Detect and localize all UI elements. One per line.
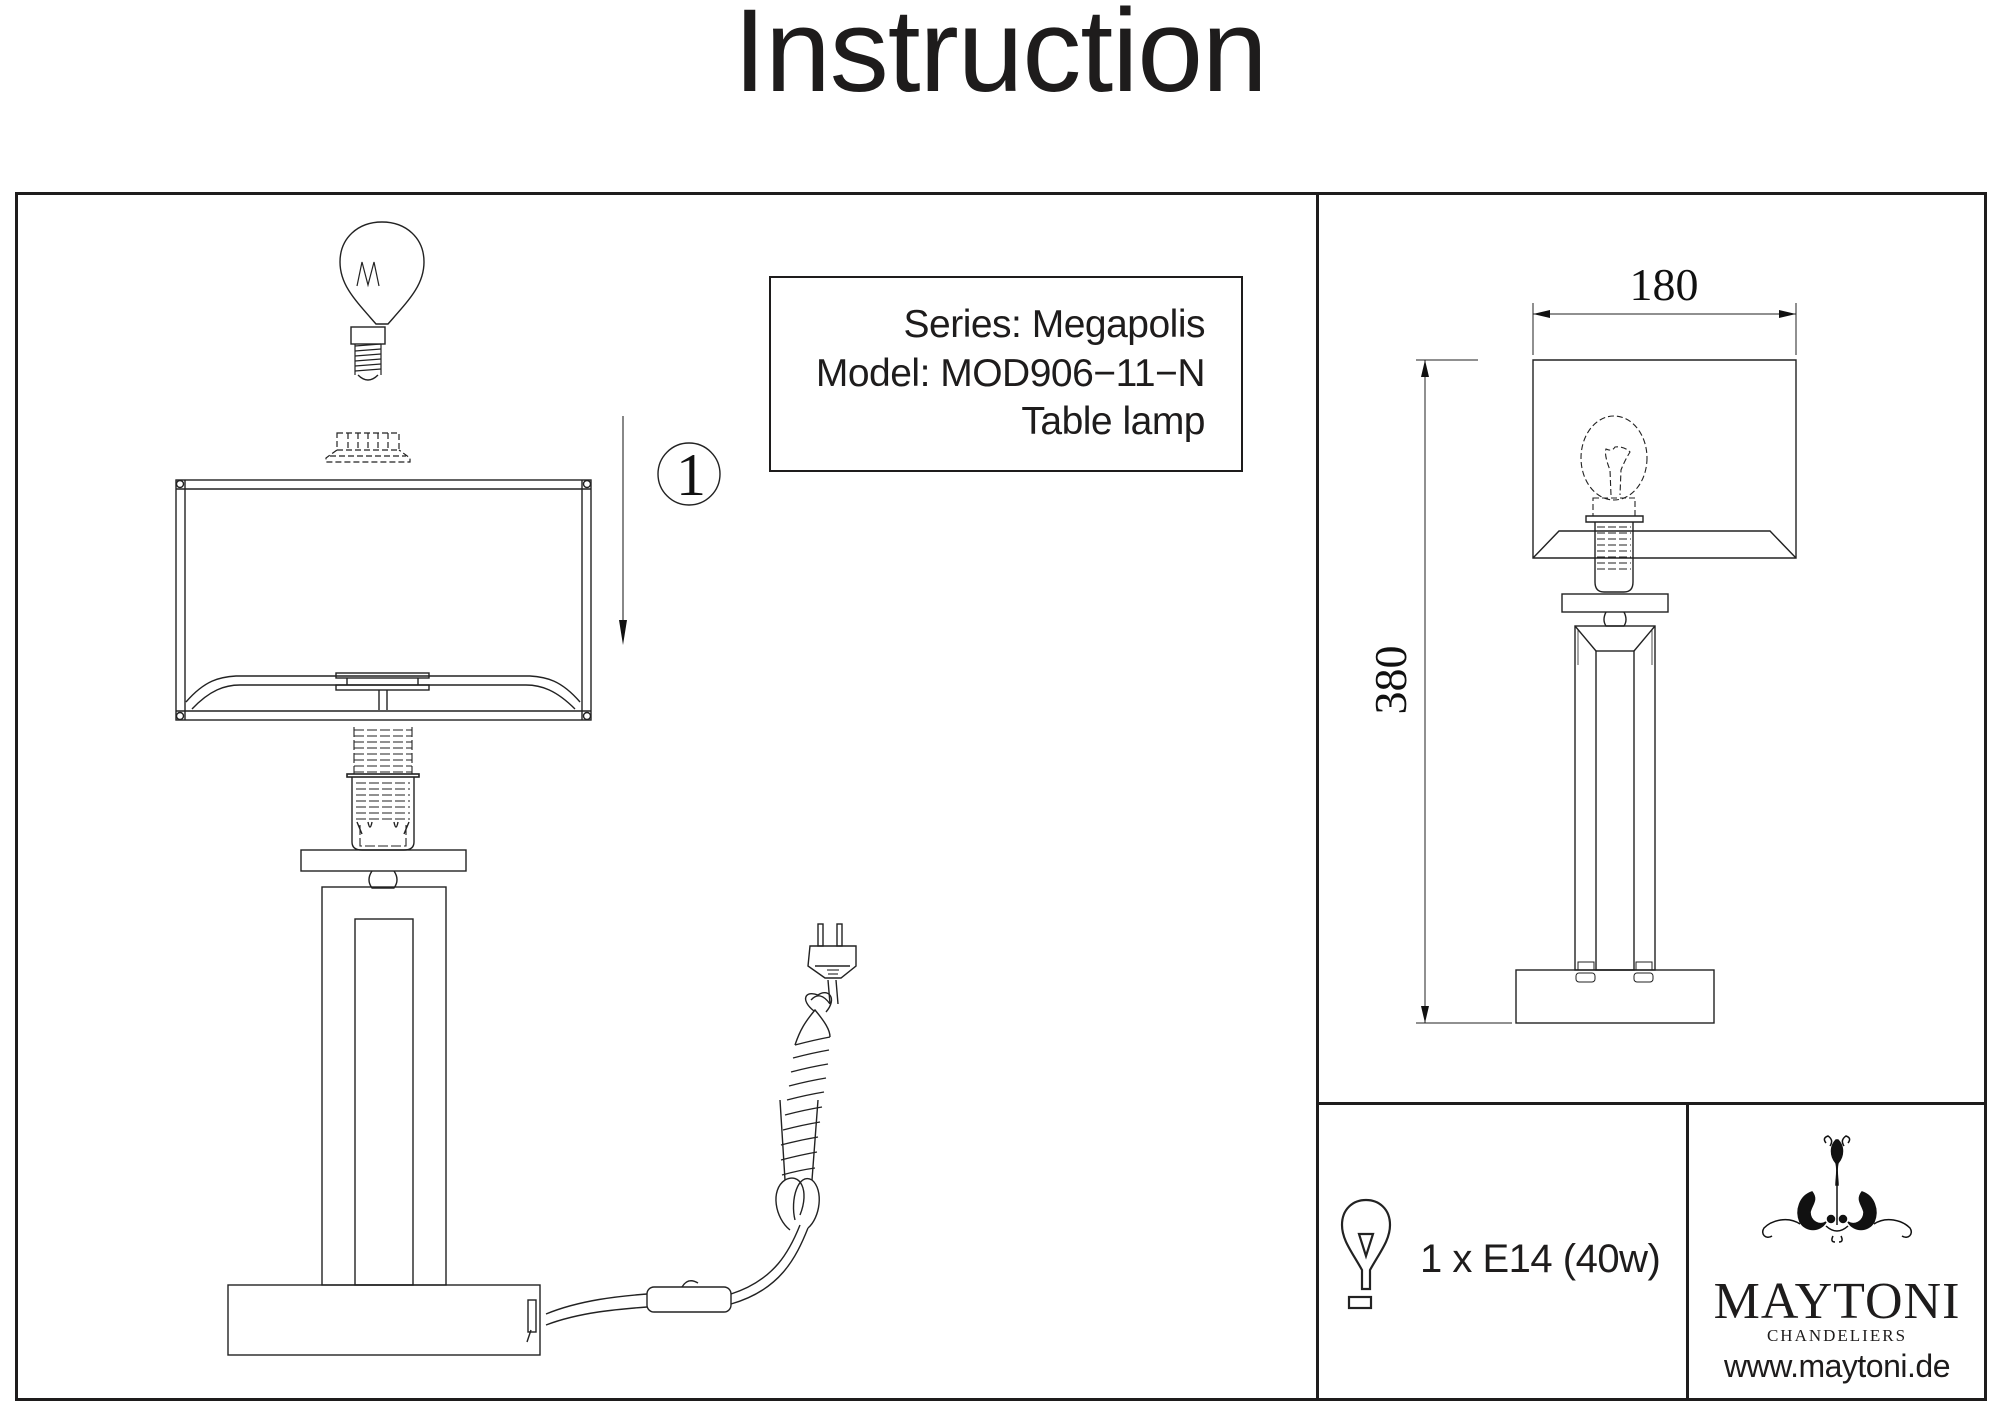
arrowhead-down-icon <box>1421 1006 1429 1023</box>
arrowhead-right-icon <box>1779 310 1796 318</box>
arrowhead-left-icon <box>1533 310 1550 318</box>
model-label: Model: MOD906−11−N <box>815 352 1206 395</box>
width-dimension-label: 180 <box>1630 259 1699 310</box>
panel-divider-horizontal <box>1316 1102 1985 1105</box>
brand-subtitle: CHANDELIERS <box>1766 1326 1908 1345</box>
step-number-label: 1 <box>676 442 706 508</box>
plug-icon <box>807 923 857 979</box>
panel-divider-vertical <box>1316 192 1319 1398</box>
ornament-logo-icon <box>1761 1135 1913 1243</box>
height-dimension-label: 380 <box>1365 646 1416 715</box>
drawing-frame <box>15 192 1987 1401</box>
footer-divider-vertical <box>1686 1102 1689 1398</box>
step-number-circle <box>657 442 721 506</box>
series-label: Series: Megapolis <box>903 303 1206 346</box>
bulb-spec-text: 1 x E14 (40w) <box>1420 1237 1661 1281</box>
bulb-symbol-icon <box>1340 1198 1392 1310</box>
dimension-drawing <box>1416 303 1797 1024</box>
arrowhead-up-icon <box>1421 360 1429 377</box>
down-arrow-icon <box>619 416 627 645</box>
inline-switch-icon <box>646 1280 732 1313</box>
socket-ring-icon <box>325 432 411 463</box>
website-link[interactable]: www.maytoni.de <box>1724 1348 1950 1384</box>
document-title: Instruction <box>733 0 1267 117</box>
brand-name: MAYTONI <box>1713 1273 1961 1330</box>
light-bulb-icon <box>339 221 425 381</box>
power-cord-icon <box>526 979 839 1343</box>
lampshade-icon <box>175 479 592 721</box>
product-type-label: Table lamp <box>1021 400 1205 443</box>
lamp-socket-icon <box>346 727 420 851</box>
product-info-box: Series: Megapolis Model: MOD906−11−N Tab… <box>769 276 1243 472</box>
lamp-base-icon <box>227 849 541 1356</box>
